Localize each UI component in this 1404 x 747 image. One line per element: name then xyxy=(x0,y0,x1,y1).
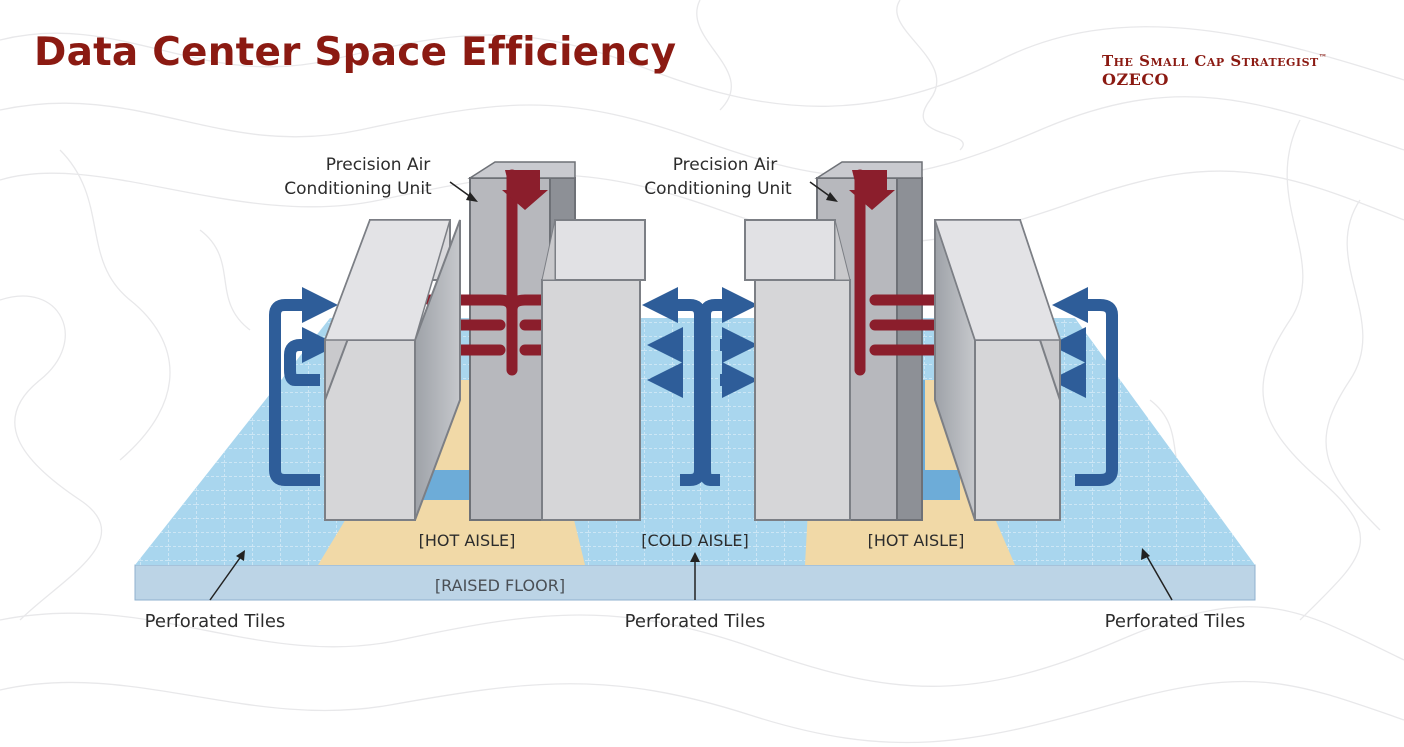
brand-name: The Small Cap Strategist™ xyxy=(1102,52,1328,70)
page-title: Data Center Space Efficiency xyxy=(34,30,677,75)
hot-aisle-left-label: [HOT AISLE] xyxy=(419,531,516,550)
hot-aisle-right-label: [HOT AISLE] xyxy=(868,531,965,550)
perforated-tiles-label-left: Perforated Tiles xyxy=(145,611,286,632)
raised-floor-label: [RAISED FLOOR] xyxy=(435,576,565,595)
trademark-symbol: ™ xyxy=(1318,52,1328,62)
cold-air-flow-left-edge xyxy=(269,287,338,486)
perforated-tiles-left: Perforated Tiles xyxy=(145,550,286,632)
ac-unit-label-left-line2: Conditioning Unit xyxy=(284,179,432,199)
ac-unit-label-left: Precision Air Conditioning Unit xyxy=(284,155,478,202)
server-rack-1 xyxy=(323,219,461,521)
hot-air-down-arrow-right xyxy=(849,170,895,210)
perforated-tiles-center: Perforated Tiles xyxy=(625,552,766,632)
cold-air-flow-center xyxy=(642,287,758,486)
hot-air-down-arrow-left xyxy=(502,170,548,210)
cold-aisle-label: [COLD AISLE] xyxy=(641,531,748,550)
ac-unit-label-right: Precision Air Conditioning Unit xyxy=(644,155,838,202)
server-rack-4 xyxy=(933,219,1062,521)
ac-unit-label-right-line1: Precision Air xyxy=(673,155,778,175)
cold-air-flow-right-edge xyxy=(1050,287,1118,486)
server-rack-2 xyxy=(541,219,646,521)
perforated-tiles-right: Perforated Tiles xyxy=(1105,548,1246,632)
ac-unit-label-left-line1: Precision Air xyxy=(326,155,431,175)
ac-unit-label-right-line2: Conditioning Unit xyxy=(644,179,792,199)
server-rack-3 xyxy=(744,219,851,521)
brand-logo: The Small Cap Strategist™ OZECO xyxy=(1102,52,1327,89)
brand-subname: OZECO xyxy=(1102,70,1169,89)
perforated-tiles-label-center: Perforated Tiles xyxy=(625,611,766,632)
perforated-tiles-label-right: Perforated Tiles xyxy=(1105,611,1246,632)
